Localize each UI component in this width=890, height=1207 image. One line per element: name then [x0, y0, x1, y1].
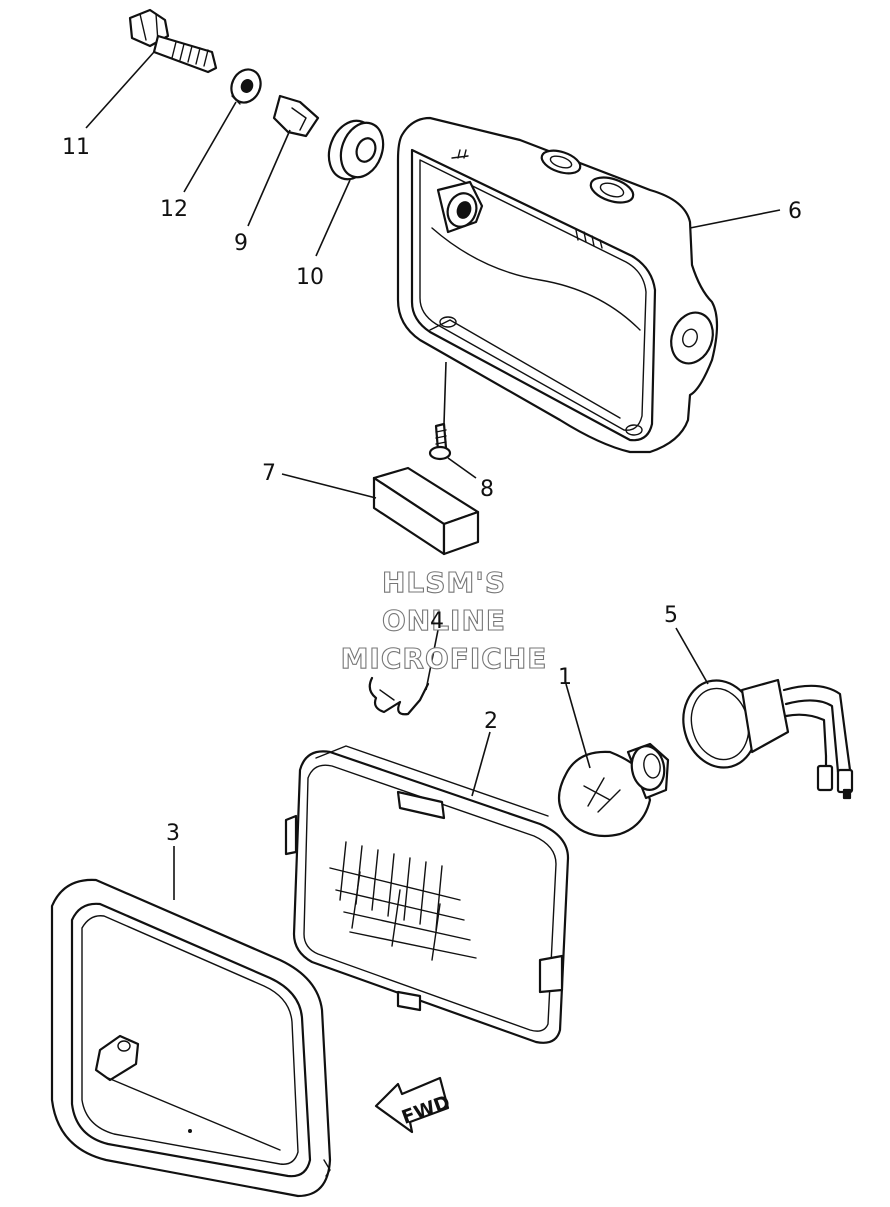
lens-unit-part-2 [284, 745, 570, 1044]
washer-part-12 [230, 68, 262, 105]
socket-part-5 [682, 678, 854, 800]
watermark: HLSM'S ONLINE MICROFICHE [340, 565, 548, 675]
callout-4: 4 [430, 609, 444, 634]
bolt-part-11 [128, 8, 218, 74]
screw-part-8 [428, 422, 452, 461]
callout-2: 2 [484, 709, 498, 734]
callout-12: 12 [160, 197, 188, 222]
rim-part-3 [50, 878, 332, 1198]
fwd-direction-arrow: FWD [374, 1076, 453, 1134]
callout-6: 6 [788, 199, 802, 224]
watermark-line-1: HLSM'S [382, 566, 506, 599]
callout-3: 3 [166, 821, 180, 846]
callout-8: 8 [480, 477, 494, 502]
collar-part-9 [272, 94, 320, 138]
callout-5: 5 [664, 603, 678, 628]
callout-7: 7 [262, 461, 276, 486]
grommet-part-10 [327, 119, 385, 181]
lens-pattern [329, 841, 477, 961]
callout-9: 9 [234, 231, 248, 256]
watermark-line-3: MICROFICHE [341, 642, 548, 675]
spring-part-4 [368, 676, 430, 716]
callout-labels: 11 12 9 10 6 7 8 4 5 1 2 3 [62, 135, 802, 846]
callout-1: 1 [558, 665, 572, 690]
leader-lines [85, 51, 781, 900]
callout-11: 11 [62, 135, 90, 160]
watermark-line-2: ONLINE [382, 604, 506, 637]
housing-part-6 [396, 116, 719, 454]
callout-10: 10 [296, 265, 324, 290]
bulb-part-1 [557, 742, 670, 838]
pad-part-7 [372, 466, 480, 556]
